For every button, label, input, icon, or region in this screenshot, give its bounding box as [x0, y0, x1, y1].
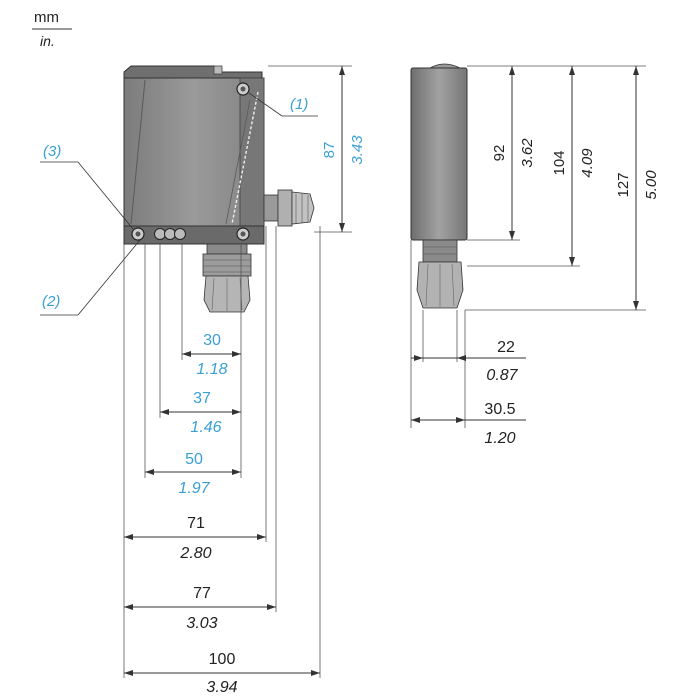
dim-30-5-mm: 30.5 [484, 401, 515, 418]
dim-22-in: 0.87 [486, 367, 518, 384]
callout-1: (1) [290, 96, 308, 113]
dim-37-mm: 37 [193, 390, 211, 407]
dim-127-in: 5.00 [643, 170, 660, 200]
dim-22-mm: 22 [497, 339, 515, 356]
dim-87-in: 3.43 [349, 135, 366, 165]
callout-3: (3) [43, 143, 61, 160]
dim-37-in: 1.46 [190, 419, 221, 436]
dim-71-mm: 71 [187, 515, 205, 532]
side-view [410, 63, 468, 309]
dim-50-mm: 50 [185, 451, 203, 468]
bottom-cable-gland [202, 243, 252, 313]
side-cable-gland [263, 189, 315, 227]
dim-104-in: 4.09 [579, 148, 596, 178]
dim-71-in: 2.80 [179, 545, 211, 562]
dim-100-in: 3.94 [206, 679, 237, 696]
dimension-lines [124, 66, 639, 676]
dim-104-mm: 104 [551, 150, 568, 175]
dim-30-mm: 30 [203, 332, 221, 349]
dim-92-in: 3.62 [519, 138, 536, 168]
front-view [123, 65, 315, 313]
dimension-labels: 87 3.43 92 3.62 104 4.09 127 5.00 22 0.8… [178, 135, 660, 696]
unit-primary: mm [34, 9, 59, 26]
dim-100-mm: 100 [209, 651, 236, 668]
dim-77-mm: 77 [193, 585, 211, 602]
dim-87-mm: 87 [321, 142, 338, 159]
side-body [410, 67, 468, 241]
dim-92-mm: 92 [491, 145, 508, 162]
extension-lines [123, 65, 646, 678]
dim-30-in: 1.18 [196, 361, 227, 378]
callouts: (1) (3) (2) [40, 92, 318, 316]
dim-50-in: 1.97 [178, 480, 210, 497]
unit-secondary: in. [40, 33, 55, 49]
units-legend: mm in. [32, 9, 72, 49]
callout-2: (2) [42, 293, 60, 310]
dim-30-5-in: 1.20 [484, 430, 515, 447]
dim-127-mm: 127 [615, 172, 632, 197]
dim-77-in: 3.03 [186, 615, 217, 632]
